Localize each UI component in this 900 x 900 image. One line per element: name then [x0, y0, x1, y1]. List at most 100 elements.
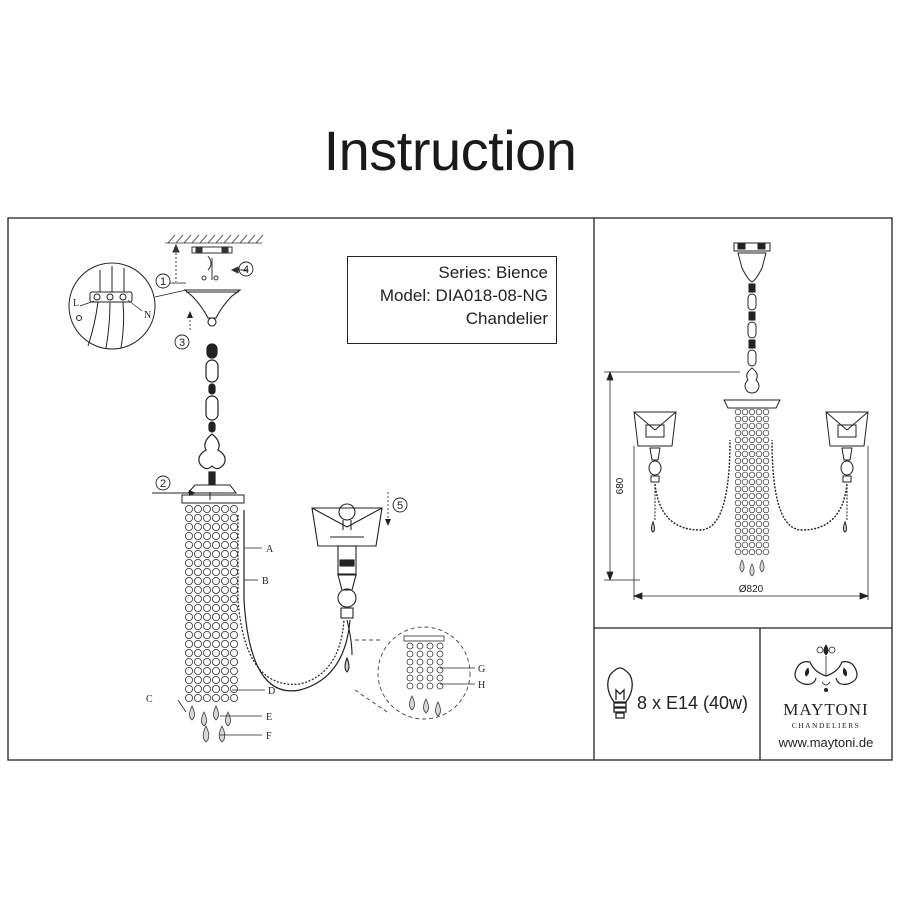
front-crystal-bead: [762, 436, 770, 444]
crystal-bead: [220, 694, 229, 703]
crystal-bead: [202, 504, 211, 513]
crystal-bead: [193, 658, 202, 667]
front-crystal-bead: [748, 534, 756, 542]
front-crystal-bead: [734, 478, 742, 486]
crystal-bead: [220, 640, 229, 649]
crystal-bead: [202, 667, 211, 676]
front-crystal-bead: [762, 520, 770, 528]
product-info-box: Series: Bience Model: DIA018-08-NG Chand…: [347, 256, 557, 344]
crystal-bead: [229, 523, 238, 532]
front-crystal-bead: [755, 520, 763, 528]
detail-crystal-bead: [406, 682, 414, 690]
crystal-drop: [189, 705, 195, 721]
front-crystal-bead: [741, 506, 749, 514]
crystal-bead: [202, 694, 211, 703]
crystal-bead: [220, 667, 229, 676]
crystal-bead: [220, 514, 229, 523]
front-crystal-drop: [739, 559, 745, 573]
svg-text:1: 1: [160, 276, 166, 288]
crystal-bead: [229, 532, 238, 541]
detail-crystal-bead: [416, 658, 424, 666]
crystal-bead: [184, 577, 193, 586]
height-dimension: 680: [615, 477, 626, 494]
detail-crystal-bead: [426, 650, 434, 658]
crystal-bead: [229, 649, 238, 658]
front-crystal-drop: [749, 563, 755, 577]
detail-crystal-bead: [406, 642, 414, 650]
front-crystal-bead: [748, 527, 756, 535]
front-crystal-bead: [755, 527, 763, 535]
front-crystal-bead: [748, 422, 756, 430]
front-crystal-bead: [734, 408, 742, 416]
crystal-bead: [202, 649, 211, 658]
part-label-b: B: [262, 576, 269, 587]
crystal-bead: [202, 523, 211, 532]
front-crystal-bead: [762, 415, 770, 423]
detail-circle: [354, 626, 471, 720]
crystal-drop: [201, 711, 207, 727]
svg-text:4: 4: [243, 264, 249, 276]
front-crystal-bead: [734, 506, 742, 514]
model-text: Model: DIA018-08-NG: [379, 286, 548, 305]
crystal-bead: [184, 550, 193, 559]
detail-crystal-bead: [426, 666, 434, 674]
crystal-drop: [213, 705, 219, 721]
front-crystal-bead: [755, 492, 763, 500]
crystal-bead: [211, 694, 220, 703]
crystal-bead: [220, 604, 229, 613]
crystal-bead: [220, 595, 229, 604]
front-crystal-bead: [741, 534, 749, 542]
crystal-bead: [229, 504, 238, 513]
detail-crystal-drop: [423, 698, 429, 714]
front-crystal-bead: [762, 506, 770, 514]
front-crystal-bead: [762, 548, 770, 556]
front-crystal-bead: [741, 450, 749, 458]
front-crystal-bead: [741, 408, 749, 416]
wiring-detail: [68, 262, 187, 350]
crystal-bead: [193, 568, 202, 577]
crystal-drop: [218, 725, 226, 743]
crystal-bead: [229, 613, 238, 622]
front-crystal-bead: [741, 485, 749, 493]
crystal-bead: [220, 568, 229, 577]
crystal-bead: [229, 568, 238, 577]
wiring-label-live: L: [73, 298, 79, 309]
crystal-bead: [211, 586, 220, 595]
crystal-bead: [202, 559, 211, 568]
page-title: Instruction: [323, 119, 577, 182]
crystal-bead: [202, 604, 211, 613]
crystal-bead: [229, 559, 238, 568]
crystal-bead: [202, 577, 211, 586]
front-crystal-bead: [748, 429, 756, 437]
part-callouts: [177, 547, 475, 736]
front-crystal-bead: [748, 436, 756, 444]
crystal-bead: [220, 504, 229, 513]
crystal-bead: [211, 532, 220, 541]
website-link[interactable]: www.maytoni.de: [778, 735, 874, 750]
front-crystal-bead: [755, 415, 763, 423]
front-view: [633, 242, 869, 533]
front-crystal-bead: [762, 485, 770, 493]
front-crystal-bead: [748, 457, 756, 465]
crystal-bead: [202, 631, 211, 640]
front-crystal-bead: [762, 499, 770, 507]
front-crystal-bead: [762, 408, 770, 416]
crystal-bead: [229, 604, 238, 613]
crystal-bead: [211, 658, 220, 667]
front-crystal-bead: [748, 415, 756, 423]
crystal-bead: [202, 622, 211, 631]
part-label-d: D: [268, 686, 275, 697]
front-crystal-bead: [741, 513, 749, 521]
crystal-bead: [202, 568, 211, 577]
detail-crystal-bead: [436, 666, 444, 674]
front-crystal-bead: [741, 541, 749, 549]
front-crystal-bead: [748, 513, 756, 521]
detail-crystal-bead: [406, 674, 414, 682]
crystal-bead: [211, 685, 220, 694]
front-crystal-bead: [755, 485, 763, 493]
crystal-bead: [220, 577, 229, 586]
crystal-bead: [184, 559, 193, 568]
crystal-bead: [211, 604, 220, 613]
front-crystal-bead: [741, 478, 749, 486]
front-crystal-bead: [755, 450, 763, 458]
